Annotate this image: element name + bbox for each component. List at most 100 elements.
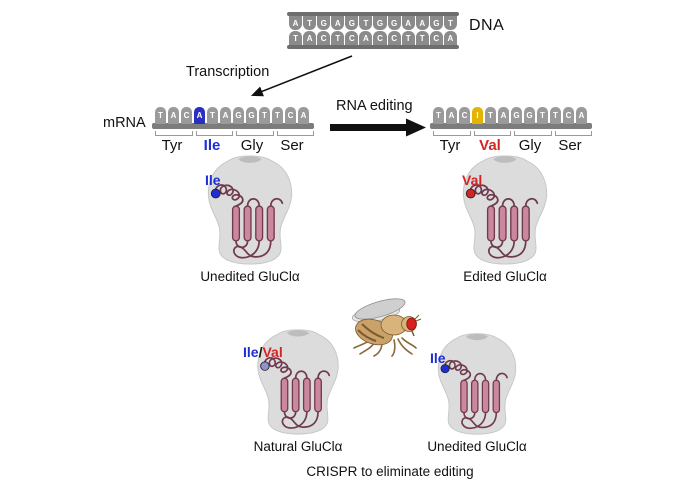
dna-nucleotide-c: C (317, 31, 331, 45)
dna-nucleotide-t: T (443, 16, 457, 30)
mrna-nucleotide-t: T (155, 107, 166, 124)
codon-label-gly: Gly (240, 137, 264, 154)
mrna-nucleotide-c: C (459, 107, 470, 124)
residue-tag-edited-top: Val (462, 172, 482, 188)
mrna-nucleotide-c: C (285, 107, 296, 124)
dna-nucleotide-a: A (289, 16, 303, 30)
channel-caption-unedited-top: Unedited GluClα (200, 269, 300, 284)
codon-bracket-row (152, 131, 314, 136)
dna-nucleotide-g: G (345, 16, 359, 30)
rna-editing-label: RNA editing (336, 98, 413, 114)
gluclalpha-channel-icon (257, 329, 339, 435)
dna-nucleotide-g: G (387, 16, 401, 30)
dna-nucleotide-t: T (359, 16, 373, 30)
edited-residue-dot (465, 188, 476, 199)
codon-bracket (236, 131, 274, 136)
dna-nucleotide-a: A (359, 31, 373, 45)
mrna-nucleotide-a: A (576, 107, 587, 124)
mrna-backbone (152, 123, 314, 129)
dna-nucleotide-t: T (415, 31, 429, 45)
dna-backbone-top (287, 12, 459, 16)
dna-nucleotide-c: C (387, 31, 401, 45)
mrna-nucleotide-i-yellow: I (472, 107, 483, 124)
mrna-nucleotide-t: T (550, 107, 561, 124)
mrna-nucleotide-a: A (446, 107, 457, 124)
residue-tag-segment: Ile (243, 344, 259, 360)
dna-nucleotide-a: A (443, 31, 457, 45)
codon-bracket (433, 131, 471, 136)
channel-caption-unedited-bottom: Unedited GluClα (427, 439, 527, 454)
dna-nucleotide-a: A (415, 16, 429, 30)
residue-tag-unedited-bottom: Ile (430, 350, 446, 366)
mrna-nucleotide-a: A (498, 107, 509, 124)
mrna-nucleotide-g: G (233, 107, 244, 124)
residue-tag-segment: Ile (205, 172, 221, 188)
mrna-nucleotide-a: A (220, 107, 231, 124)
dna-nucleotide-a: A (331, 16, 345, 30)
transcription-label: Transcription (186, 64, 270, 80)
residue-tag-segment: Val (262, 344, 283, 360)
codon-label-row: Tyr Val Gly Ser (430, 137, 592, 154)
codon-label-gly: Gly (518, 137, 542, 154)
transcription-arrow (250, 55, 353, 97)
mrna-nucleotide-c: C (181, 107, 192, 124)
residue-tag-segment: Val (462, 172, 483, 188)
dna-nucleotide-t: T (331, 31, 345, 45)
dna-nucleotide-c: C (429, 31, 443, 45)
codon-label-ser: Ser (280, 137, 304, 154)
dna-nucleotide-c: C (345, 31, 359, 45)
gluclalpha-channel-icon (462, 155, 548, 265)
mrna-label: mRNA (103, 115, 146, 131)
edited-residue-dot (260, 361, 270, 371)
mrna-nucleotide-g: G (524, 107, 535, 124)
gluclalpha-channel-icon (207, 155, 293, 265)
codon-label-val: Val (479, 137, 501, 154)
codon-bracket (554, 131, 592, 136)
codon-label-ile: Ile (203, 137, 221, 154)
rna-editing-arrow (330, 118, 426, 137)
crispr-caption: CRISPR to eliminate editing (306, 464, 474, 479)
mrna-nucleotide-a: A (298, 107, 309, 124)
dna-backbone-bottom (287, 45, 459, 49)
codon-bracket (514, 131, 552, 136)
channel-caption-edited-top: Edited GluClα (463, 269, 547, 284)
mrna-nucleotide-t: T (207, 107, 218, 124)
codon-label-ser: Ser (558, 137, 582, 154)
mrna-backbone (430, 123, 592, 129)
mrna-nucleotide-a: A (168, 107, 179, 124)
edited-residue-dot (210, 188, 221, 199)
mrna-nucleotide-g: G (511, 107, 522, 124)
dna-nucleotide-g: G (429, 16, 443, 30)
codon-bracket (155, 131, 193, 136)
mrna-nucleotide-t: T (272, 107, 283, 124)
dna-nucleotide-c: C (373, 31, 387, 45)
dna-nucleotide-g: G (317, 16, 331, 30)
dna-nucleotide-t: T (401, 31, 415, 45)
fruit-fly-illustration (351, 298, 422, 357)
mrna-nucleotide-g: G (246, 107, 257, 124)
residue-tag-segment: Ile (430, 350, 446, 366)
residue-tag-unedited-top: Ile (205, 172, 221, 188)
dna-nucleotide-t: T (289, 31, 303, 45)
dna-nucleotide-a: A (401, 16, 415, 30)
mrna-nucleotide-t: T (433, 107, 444, 124)
dna-label: DNA (469, 17, 505, 34)
dna-nucleotide-g: G (373, 16, 387, 30)
mrna-nucleotide-a-blue: A (194, 107, 205, 124)
mrna-nucleotide-t: T (259, 107, 270, 124)
gluclalpha-channel-icon (437, 333, 517, 435)
codon-label-tyr: Tyr (439, 137, 461, 154)
residue-tag-natural-bottom: Ile/Val (243, 344, 283, 360)
codon-bracket (276, 131, 314, 136)
